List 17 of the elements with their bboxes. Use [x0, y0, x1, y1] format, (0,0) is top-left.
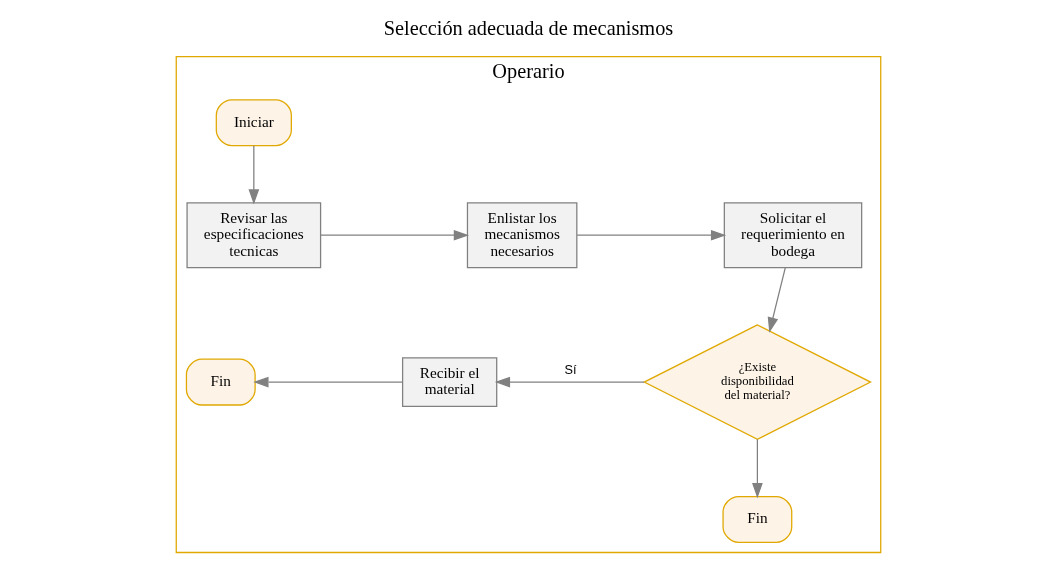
node-box: Fin	[722, 495, 793, 543]
arrow	[576, 229, 727, 241]
arrow	[320, 229, 470, 241]
diagram-title: Selección adecuada de mecanismos	[383, 16, 674, 39]
arrow	[752, 438, 763, 499]
edge-label: Sí	[564, 362, 577, 378]
node-box: Fin	[185, 358, 256, 406]
node-box: Enlistar los mecanismos necesarios	[466, 202, 578, 269]
arrow	[767, 267, 786, 333]
node-box: Iniciar	[215, 99, 292, 147]
node-diamond: ¿Existe disponibilidad del material?	[642, 324, 872, 441]
node-box: Revisar las especificaciones tecnicas	[186, 202, 322, 269]
node-box: Recibir el material	[401, 357, 498, 407]
arrow	[494, 376, 645, 388]
arrow	[253, 376, 404, 388]
node-box: Solicitar el requerimiento en bodega	[723, 202, 863, 269]
arrow	[248, 145, 260, 205]
